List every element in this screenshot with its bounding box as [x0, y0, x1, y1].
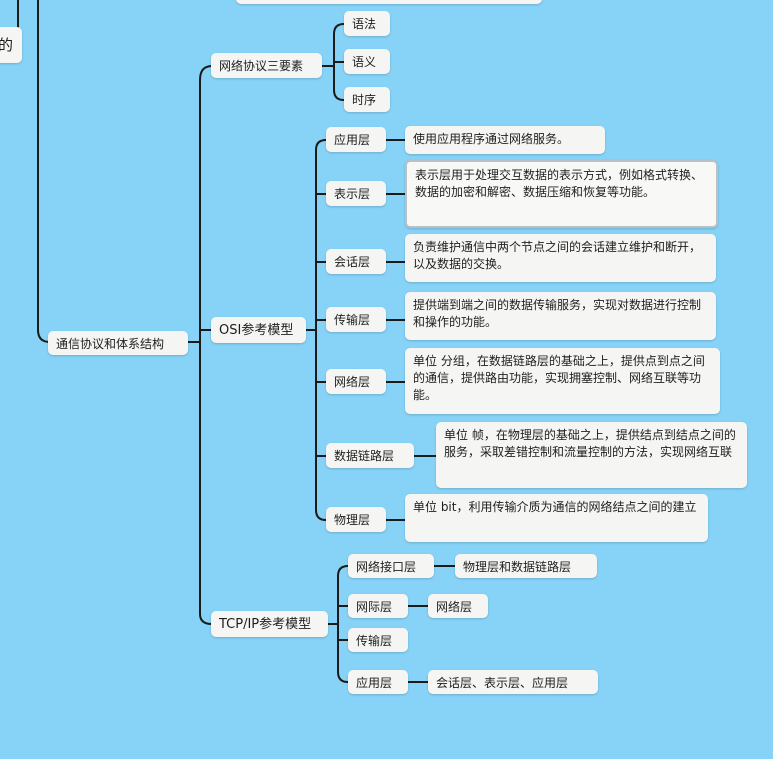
- osi-layer-name: 表示层: [334, 187, 371, 201]
- tcpip-layer-mapping: 物理层和数据链路层: [463, 560, 572, 574]
- root-label: 通信协议和体系结构: [56, 337, 165, 351]
- syntax-label: 语法: [352, 17, 377, 31]
- tcpip-layer-mapping: 网络层: [436, 600, 473, 614]
- osi-layer-name: 网络层: [334, 375, 371, 389]
- osi-desc-datalink[interactable]: 单位 帧，在物理层的基础之上，提供结点到结点之间的服务，采取差错控制和流量控制的…: [436, 422, 747, 488]
- osi-layer-transport[interactable]: 传输层: [326, 307, 386, 332]
- osi-desc-application[interactable]: 使用应用程序通过网络服务。: [405, 126, 605, 154]
- osi-layer-network[interactable]: 网络层: [326, 369, 386, 394]
- protocol-elements-label: 网络协议三要素: [219, 59, 304, 73]
- osi-desc-transport[interactable]: 提供端到端之间的数据传输服务，实现对数据进行控制和操作的功能。: [405, 292, 716, 340]
- left-cut-node[interactable]: 的: [0, 27, 22, 63]
- osi-layer-name: 物理层: [334, 513, 371, 527]
- tcpip-map-application[interactable]: 会话层、表示层、应用层: [428, 670, 598, 694]
- osi-model-label: OSI参考模型: [219, 323, 294, 338]
- osi-layer-desc: 单位 bit，利用传输介质为通信的网络结点之间的建立: [413, 500, 697, 514]
- osi-desc-physical[interactable]: 单位 bit，利用传输介质为通信的网络结点之间的建立: [405, 494, 708, 542]
- left-cut-label: 的: [0, 35, 14, 54]
- osi-layer-name: 传输层: [334, 313, 371, 327]
- node-timing[interactable]: 时序: [344, 87, 390, 112]
- osi-layer-name: 应用层: [334, 133, 371, 147]
- osi-layer-desc: 提供端到端之间的数据传输服务，实现对数据进行控制和操作的功能。: [413, 298, 702, 329]
- tcpip-layer-internet[interactable]: 网际层: [348, 594, 408, 618]
- node-osi-model[interactable]: OSI参考模型: [211, 317, 306, 343]
- osi-layer-datalink[interactable]: 数据链路层: [326, 443, 414, 468]
- osi-desc-presentation[interactable]: 表示层用于处理交互数据的表示方式，例如格式转换、数据的加密和解密、数据压缩和恢复…: [405, 160, 718, 228]
- osi-layer-session[interactable]: 会话层: [326, 249, 386, 274]
- osi-layer-physical[interactable]: 物理层: [326, 507, 386, 532]
- timing-label: 时序: [352, 93, 377, 107]
- node-semantics[interactable]: 语义: [344, 49, 390, 74]
- tcpip-layer-mapping: 会话层、表示层、应用层: [436, 676, 569, 690]
- tcpip-layer-application[interactable]: 应用层: [348, 670, 408, 694]
- root-node-protocols[interactable]: 通信协议和体系结构: [48, 331, 188, 355]
- osi-desc-network[interactable]: 单位 分组，在数据链路层的基础之上，提供点到点之间的通信，提供路由功能，实现拥塞…: [405, 348, 720, 414]
- osi-layer-name: 数据链路层: [334, 449, 395, 463]
- tcpip-layer-link[interactable]: 网络接口层: [348, 554, 434, 578]
- partial-top-node: [236, 0, 542, 4]
- tcpip-layer-name: 应用层: [356, 676, 393, 690]
- node-tcpip-model[interactable]: TCP/IP参考模型: [211, 611, 328, 637]
- tcpip-model-label: TCP/IP参考模型: [219, 617, 312, 632]
- osi-desc-session[interactable]: 负责维护通信中两个节点之间的会话建立维护和断开，以及数据的交换。: [405, 234, 716, 282]
- osi-layer-desc: 单位 分组，在数据链路层的基础之上，提供点到点之间的通信，提供路由功能，实现拥塞…: [413, 354, 705, 402]
- osi-layer-presentation[interactable]: 表示层: [326, 181, 386, 206]
- osi-layer-name: 会话层: [334, 255, 371, 269]
- node-protocol-elements[interactable]: 网络协议三要素: [211, 53, 322, 78]
- tcpip-layer-name: 网络接口层: [356, 560, 417, 574]
- osi-layer-desc: 单位 帧，在物理层的基础之上，提供结点到结点之间的服务，采取差错控制和流量控制的…: [444, 428, 736, 459]
- osi-layer-desc: 负责维护通信中两个节点之间的会话建立维护和断开，以及数据的交换。: [413, 240, 702, 271]
- tcpip-map-internet[interactable]: 网络层: [428, 594, 488, 618]
- semantics-label: 语义: [352, 55, 377, 69]
- tcpip-layer-transport[interactable]: 传输层: [348, 628, 408, 652]
- tcpip-layer-name: 传输层: [356, 634, 393, 648]
- osi-layer-application[interactable]: 应用层: [326, 127, 386, 152]
- tcpip-layer-name: 网际层: [356, 600, 393, 614]
- tcpip-map-link[interactable]: 物理层和数据链路层: [455, 554, 597, 578]
- osi-layer-desc: 表示层用于处理交互数据的表示方式，例如格式转换、数据的加密和解密、数据压缩和恢复…: [415, 168, 704, 199]
- node-syntax[interactable]: 语法: [344, 11, 390, 36]
- osi-layer-desc: 使用应用程序通过网络服务。: [413, 132, 570, 146]
